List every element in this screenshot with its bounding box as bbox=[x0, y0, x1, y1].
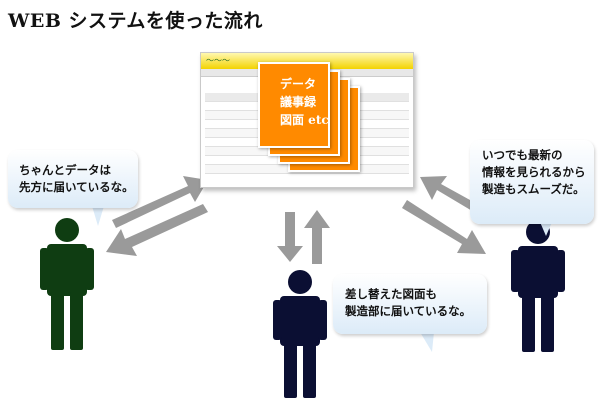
document-line-minutes: 議事録 bbox=[280, 95, 317, 109]
bubble-right-line-3: 製造もスムーズだ。 bbox=[482, 182, 585, 196]
left-exchange-arrows bbox=[106, 176, 208, 256]
bubble-left-line-1: ちゃんとデータは bbox=[19, 163, 111, 177]
arrow-left-to-system bbox=[112, 176, 208, 228]
document-sheet bbox=[258, 62, 330, 148]
document-line-data: データ bbox=[280, 77, 317, 91]
arrow-up-to-system bbox=[304, 210, 330, 264]
person-left bbox=[40, 218, 94, 350]
bubble-right-line-1: いつでも最新の bbox=[482, 148, 563, 162]
document-label: データ 議事録 図面 etc bbox=[280, 75, 342, 129]
bubble-bottom-line-2: 製造部に届いているな。 bbox=[345, 304, 472, 318]
bubble-left-tail bbox=[92, 206, 104, 226]
web-system-header: 〜〜〜 bbox=[201, 53, 413, 69]
bubble-left-line-2: 先方に届いているな。 bbox=[19, 180, 134, 194]
speech-bubble-left: ちゃんとデータは 先方に届いているな。 bbox=[8, 150, 138, 208]
document-line-drawings: 図面 etc bbox=[280, 113, 329, 127]
arrow-system-to-right bbox=[402, 200, 486, 254]
bubble-left-text: ちゃんとデータは 先方に届いているな。 bbox=[19, 162, 134, 196]
arrow-system-to-left bbox=[106, 204, 208, 256]
arrow-down-to-person bbox=[277, 212, 303, 262]
web-system-logo: 〜〜〜 bbox=[206, 56, 230, 65]
person-center bbox=[273, 270, 327, 398]
bubble-right-line-2: 情報を見られるから bbox=[482, 165, 586, 179]
center-exchange-arrows bbox=[277, 210, 330, 264]
bubble-bottom-line-1: 差し替えた図面も bbox=[345, 287, 437, 301]
speech-bubble-bottom: 差し替えた図面も 製造部に届いているな。 bbox=[333, 274, 487, 334]
person-right bbox=[511, 220, 565, 352]
bubble-right-text: いつでも最新の 情報を見られるから 製造もスムーズだ。 bbox=[482, 147, 586, 198]
speech-bubble-right: いつでも最新の 情報を見られるから 製造もスムーズだ。 bbox=[470, 140, 594, 224]
document-stack bbox=[258, 62, 362, 172]
bubble-right-tail bbox=[540, 222, 552, 236]
diagram-title: WEB システムを使った流れ bbox=[8, 10, 263, 32]
bubble-bottom-text: 差し替えた図面も 製造部に届いているな。 bbox=[345, 286, 471, 320]
bubble-bottom-tail bbox=[420, 332, 434, 352]
